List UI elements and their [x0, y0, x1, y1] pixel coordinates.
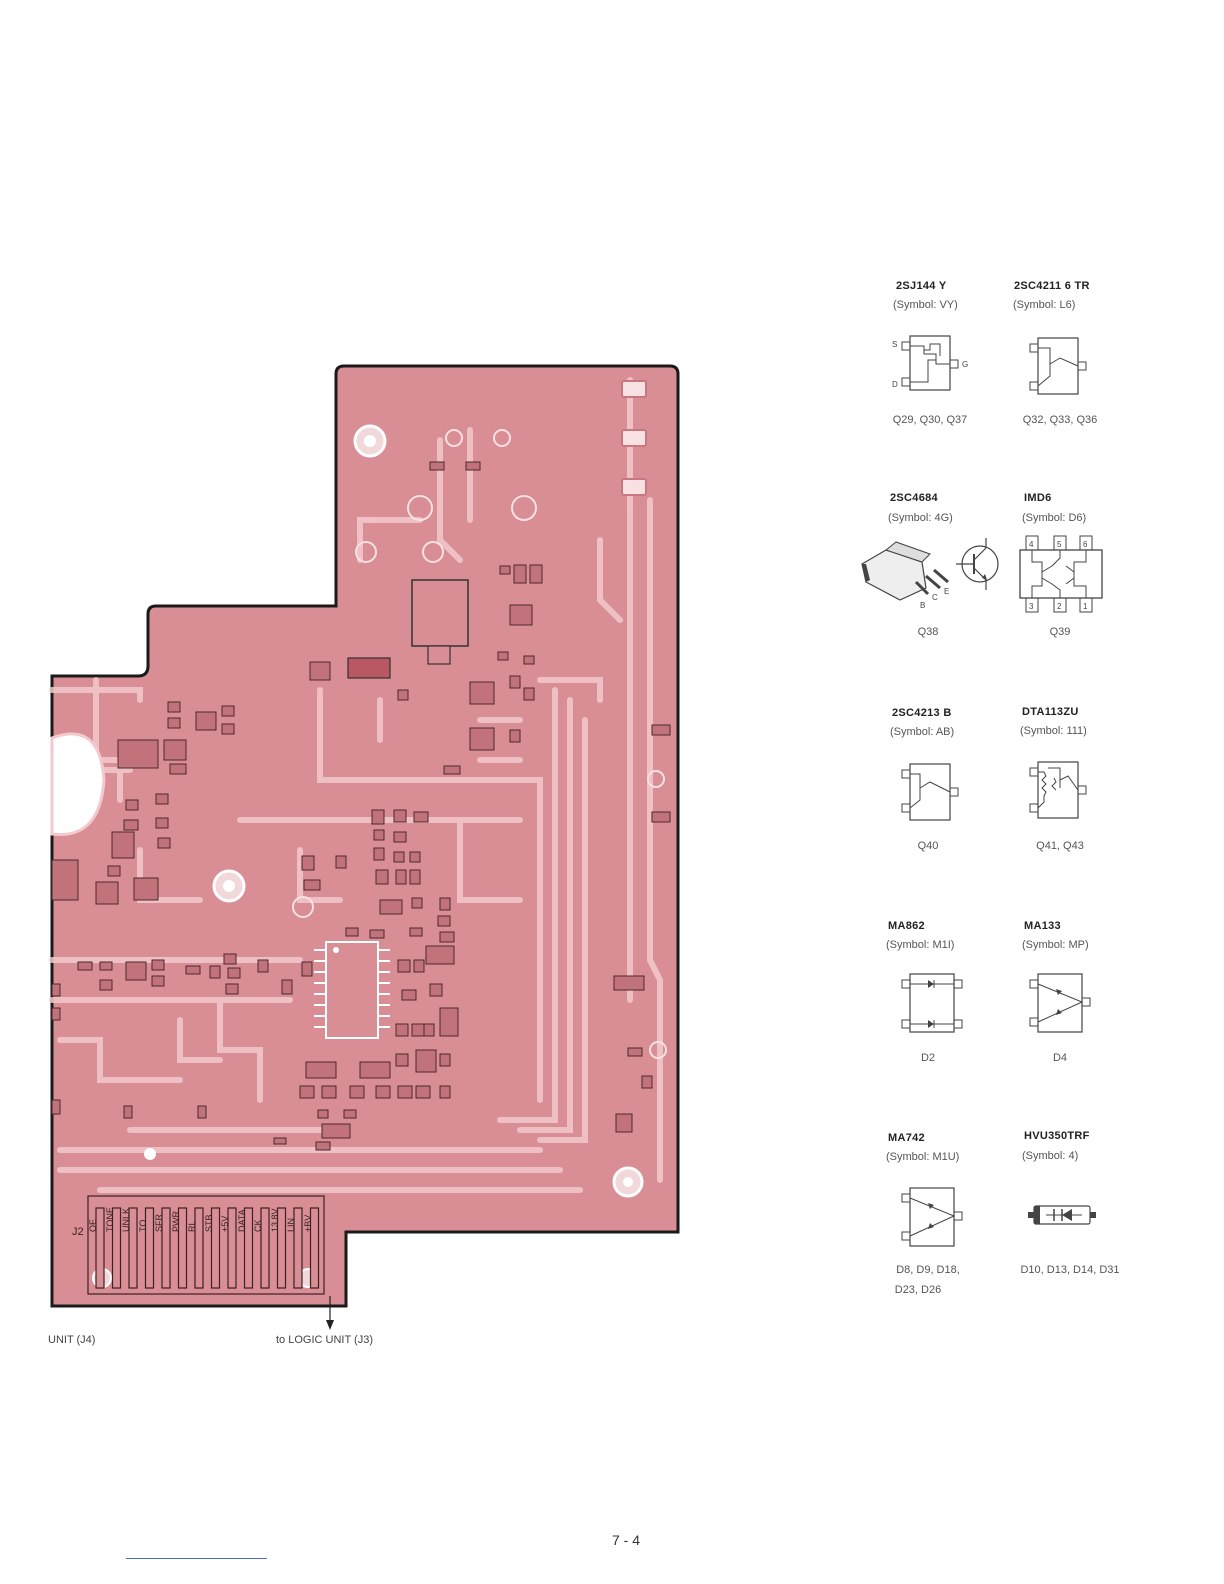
pin-diode-icon	[1028, 1205, 1096, 1225]
part-name: MA133	[1024, 920, 1061, 932]
part-refs: D8, D9, D18,	[896, 1264, 960, 1276]
series-diode-icon	[901, 1187, 963, 1247]
connector-pin-label: DATA	[236, 1209, 247, 1232]
connector-pin-label: +5V	[220, 1215, 230, 1232]
connector-pin	[276, 1207, 287, 1289]
unit-j4-label: UNIT (J4)	[48, 1334, 96, 1346]
svg-text:C: C	[932, 593, 938, 602]
connector-pin-label: TONE	[104, 1207, 115, 1232]
part-symbol: (Symbol: D6)	[1022, 512, 1087, 524]
part-name: 2SC4684	[890, 492, 938, 504]
connector-j2	[87, 1195, 325, 1295]
transistor-smd-icon	[901, 763, 959, 821]
part-symbol: (Symbol: 4)	[1022, 1150, 1079, 1162]
connector-pin	[260, 1207, 270, 1289]
connector-pin	[210, 1207, 221, 1289]
footer-rule	[126, 1558, 267, 1559]
part-refs: Q38	[917, 626, 939, 638]
svg-text:G: G	[962, 360, 968, 369]
part-name: IMD6	[1024, 492, 1052, 504]
part-refs: Q39	[1049, 626, 1071, 638]
part-refs: Q32, Q33, Q36	[1022, 414, 1098, 426]
svg-text:E: E	[944, 587, 949, 596]
part-name: MA742	[888, 1132, 925, 1144]
page-number: 7 - 4	[612, 1532, 641, 1548]
transistor-smd-icon	[1029, 337, 1087, 395]
part-refs: D10, D13, D14, D31	[1020, 1264, 1120, 1276]
connector-pin-label: SFR	[154, 1214, 164, 1232]
mounting-holes	[92, 424, 644, 1288]
part-name: 2SC4211 6 TR	[1014, 280, 1090, 292]
part-refs: Q40	[917, 840, 939, 852]
svg-text:4: 4	[1029, 540, 1034, 549]
dual-diode-icon	[901, 973, 963, 1033]
part-refs: D2	[920, 1052, 936, 1064]
series-diode-icon	[1029, 973, 1091, 1033]
part-symbol: (Symbol: L6)	[1013, 299, 1076, 311]
connector-pin	[293, 1207, 303, 1289]
svg-text:6: 6	[1083, 540, 1088, 549]
part-name: 2SJ144 Y	[896, 280, 947, 292]
ic-chip	[314, 941, 390, 1039]
connector-pin	[227, 1207, 237, 1289]
connector-pin-label: PWR	[170, 1211, 181, 1232]
board-outline	[50, 364, 680, 1308]
connector-ref-label: J2	[72, 1226, 84, 1238]
part-refs: D23, D26	[894, 1284, 942, 1296]
svg-text:3: 3	[1029, 602, 1034, 611]
connector-pin-label: RL	[187, 1220, 197, 1232]
part-symbol: (Symbol: M1U)	[886, 1151, 960, 1163]
pcb-board-diagram	[49, 364, 680, 1330]
part-symbol: (Symbol: M1I)	[886, 939, 955, 951]
connector-pin-label: CK	[253, 1219, 263, 1232]
part-name: DTA113ZU	[1022, 706, 1079, 718]
connector-pin	[243, 1207, 254, 1289]
connector-pin	[95, 1207, 105, 1289]
fet-smd-icon: S D G	[892, 335, 968, 391]
part-refs: Q41, Q43	[1036, 840, 1084, 852]
part-name: 2SC4213 B	[892, 707, 952, 719]
connector-pin-label: 13.8V	[269, 1208, 280, 1232]
part-name: HVU350TRF	[1024, 1130, 1090, 1142]
svg-text:2: 2	[1057, 602, 1062, 611]
connector-pin-label: OE	[88, 1218, 98, 1232]
svg-text:S: S	[892, 340, 897, 349]
digital-transistor-icon	[1029, 761, 1087, 819]
part-refs: D4	[1052, 1052, 1068, 1064]
connector-pin	[177, 1207, 188, 1289]
part-symbol: (Symbol: VY)	[893, 299, 958, 311]
svg-text:B: B	[920, 601, 925, 610]
part-name: MA862	[888, 920, 925, 932]
power-transistor-icon: B C E	[861, 538, 999, 610]
dual-transistor-icon: 4 5 6 3 2 1	[1019, 535, 1103, 613]
svg-text:1: 1	[1083, 602, 1088, 611]
connector-pin	[111, 1207, 122, 1289]
connector-pin-label: LIN	[286, 1217, 296, 1232]
part-refs: Q29, Q30, Q37	[892, 414, 968, 426]
logic-unit-j3-label: to LOGIC UNIT (J3)	[276, 1334, 373, 1346]
connector-pin-label: UNLK	[121, 1207, 131, 1232]
connector-pin-label: TO	[137, 1219, 148, 1232]
connector-pin-label: STB	[203, 1214, 214, 1232]
part-symbol: (Symbol: 111)	[1020, 725, 1087, 737]
connector-pin	[194, 1207, 204, 1289]
part-symbol: (Symbol: MP)	[1022, 939, 1089, 951]
svg-text:5: 5	[1057, 540, 1062, 549]
connector-pin	[144, 1207, 155, 1289]
part-symbol: (Symbol: 4G)	[888, 512, 953, 524]
connector-pin-label: +BV	[302, 1214, 313, 1232]
connector-pin	[128, 1207, 138, 1289]
part-symbol: (Symbol: AB)	[890, 726, 955, 738]
connector-pin	[309, 1207, 320, 1289]
svg-text:D: D	[892, 380, 898, 389]
connector-pin	[161, 1207, 171, 1289]
